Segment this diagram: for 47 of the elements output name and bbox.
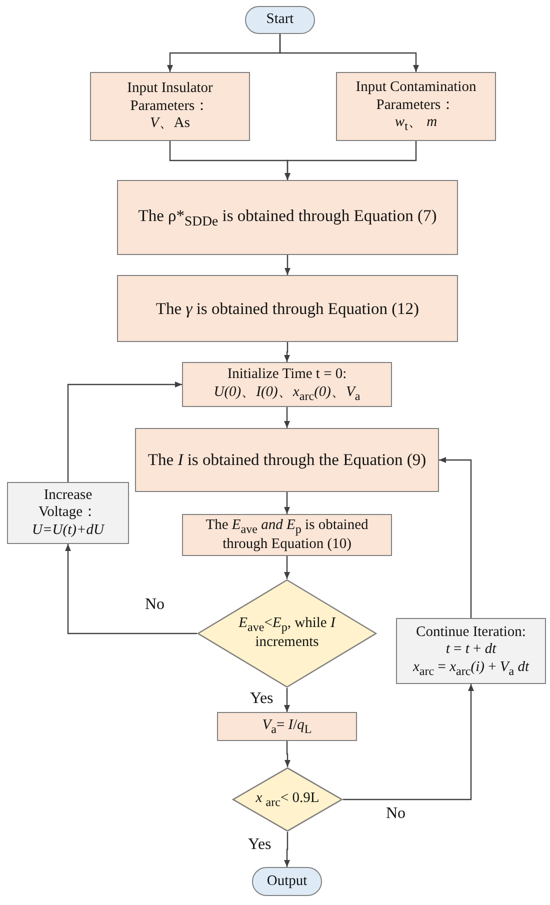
formula-text: t = t + dt — [446, 641, 496, 659]
box-text: Initialize Time t = 0: — [227, 366, 347, 384]
process-box — [336, 72, 496, 141]
arrow — [65, 544, 197, 634]
box-text: The γ is obtained through Equation (12) — [156, 298, 420, 318]
arrow — [284, 255, 290, 275]
process-box — [7, 482, 129, 544]
formula-text: U=U(t)+dU — [32, 522, 104, 540]
process-box — [182, 514, 392, 556]
box-text: V$_{a}$= I/q$_{L}$ — [262, 716, 312, 736]
box-text: Input Insulator Parameters： — [126, 80, 214, 116]
arrow — [284, 342, 290, 362]
formula-text: V、As — [150, 115, 190, 133]
process-box — [117, 180, 458, 255]
formula-text: x$_{arc}$ = x$_{arc}$(i) + V$_{a}$ dt — [412, 658, 530, 678]
arrow — [67, 382, 182, 482]
arrow — [284, 832, 290, 867]
box-text: Start — [266, 11, 294, 29]
process-box — [396, 618, 546, 684]
box-text: Output — [266, 872, 308, 890]
process-box — [117, 275, 458, 342]
arrow — [284, 492, 290, 514]
process-box — [182, 362, 392, 407]
box-text: Increase Voltage： — [37, 486, 99, 522]
box-text: Continue Iteration: — [416, 624, 526, 642]
arrow — [284, 556, 290, 579]
arrow — [439, 457, 472, 618]
process-box — [135, 428, 439, 492]
formula-text: U(0)、I(0)、x$_{arc}$(0)、V$_{a}$ — [214, 384, 360, 403]
formula-text: w$_{t}$、 m — [394, 114, 438, 134]
box-text: The E$_{ave}$ and E$_{p}$ is obtained through Equation (10) — [204, 516, 370, 554]
box-text: x $_{arc}$< 0.9L — [256, 790, 320, 810]
process-box — [217, 712, 357, 741]
arrow — [284, 407, 290, 428]
decision-diamond — [197, 579, 377, 688]
box-text: E$_{ave}$<E$_{p}$, while I increments — [238, 615, 337, 652]
box-text: The ρ*$_{SDDe}$ is obtained through Equation (7) — [138, 206, 437, 230]
terminal-box — [245, 6, 315, 34]
arrow — [284, 688, 290, 712]
arrow — [284, 141, 417, 180]
arrow — [343, 684, 474, 800]
process-box — [90, 72, 250, 141]
terminal-box — [252, 867, 322, 896]
decision-diamond — [232, 767, 343, 832]
arrow — [279, 34, 419, 72]
arrow — [284, 741, 290, 767]
box-text: The I is obtained through the Equation (9) — [148, 450, 426, 470]
